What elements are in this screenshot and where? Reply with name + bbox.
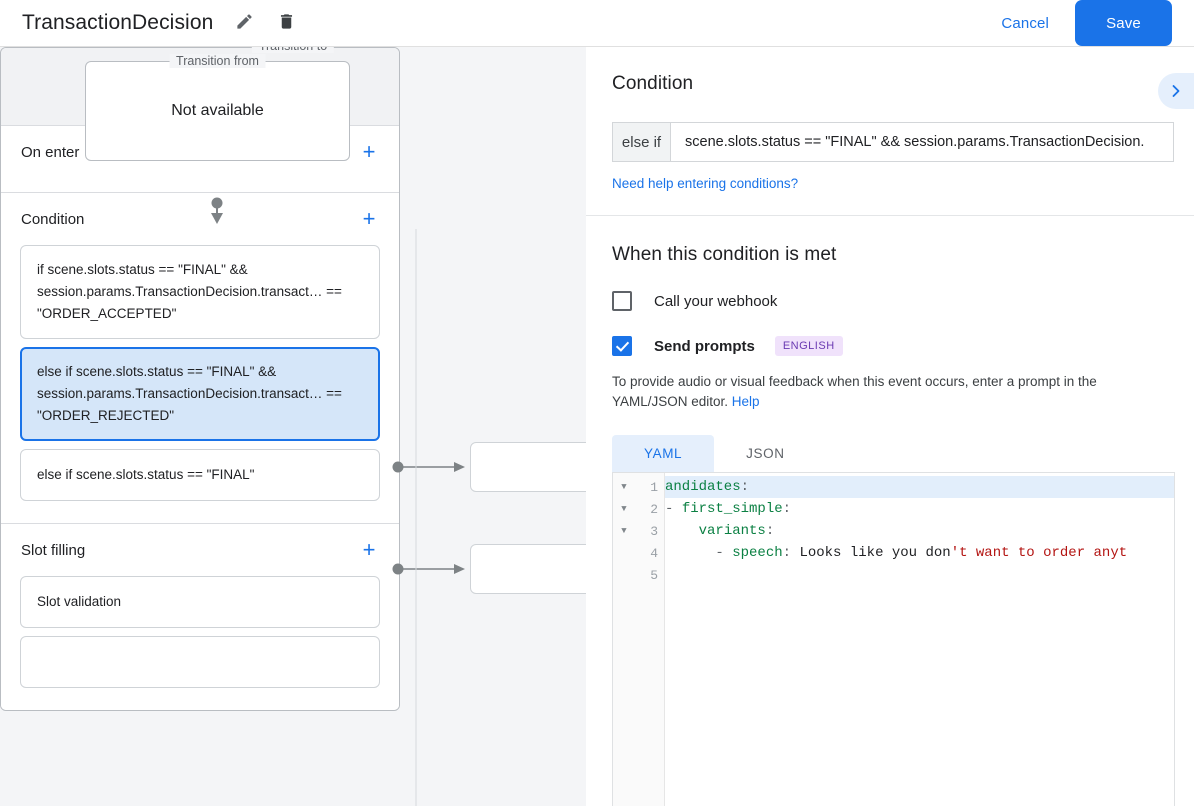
- code-token: -: [665, 501, 682, 517]
- call-webhook-label: Call your webhook: [654, 292, 778, 310]
- editor-gutter-line: 4: [613, 542, 664, 564]
- add-condition-button[interactable]: +: [362, 206, 376, 231]
- code-token: -: [665, 545, 733, 561]
- send-prompts-checkbox[interactable]: [612, 336, 632, 356]
- transition-target-box[interactable]: [470, 442, 586, 492]
- condition-input[interactable]: [671, 123, 1173, 161]
- editor-gutter-line: ▼3: [613, 520, 664, 542]
- code-token: variants: [698, 523, 766, 539]
- editor-code-area[interactable]: andidates:- first_simple: variants: - sp…: [665, 473, 1174, 806]
- top-app-bar: TransactionDecision Cancel Save: [0, 0, 1194, 47]
- canvas-inner: Transition from Not available Transition…: [0, 47, 586, 806]
- condition-item-selected[interactable]: else if scene.slots.status == "FINAL" &&…: [20, 347, 380, 441]
- page-title: TransactionDecision: [22, 11, 214, 34]
- editor-line-number: 3: [650, 523, 658, 539]
- editor-code-line[interactable]: variants:: [665, 520, 1174, 542]
- language-badge: ENGLISH: [774, 336, 843, 356]
- tab-json[interactable]: JSON: [746, 446, 785, 461]
- edit-name-button[interactable]: [229, 8, 259, 38]
- editor-code-line[interactable]: - speech: Looks like you don't want to o…: [665, 542, 1174, 564]
- section-header-on-enter: On enter +: [1, 126, 399, 178]
- send-prompts-row[interactable]: Send prompts ENGLISH: [612, 336, 1194, 356]
- code-token: :: [740, 479, 750, 495]
- condition-input-row: else if: [612, 122, 1174, 162]
- delete-button[interactable]: [271, 8, 301, 38]
- send-prompts-label: Send prompts: [654, 337, 755, 355]
- section-header-slot-filling: Slot filling +: [1, 524, 399, 576]
- call-webhook-checkbox[interactable]: [612, 291, 632, 311]
- scene-graph-canvas[interactable]: Transition from Not available Transition…: [0, 47, 586, 806]
- condition-section: Condition else if Need help entering con…: [586, 47, 1194, 216]
- save-button[interactable]: Save: [1075, 0, 1172, 46]
- transition-target-box[interactable]: [470, 544, 586, 594]
- code-token: :: [765, 523, 775, 539]
- editor-code-line[interactable]: [665, 564, 1174, 586]
- transition-from-legend: Transition from: [169, 54, 266, 68]
- condition-detail-panel: Condition else if Need help entering con…: [586, 47, 1194, 806]
- trash-icon: [277, 12, 296, 34]
- editor-line-number: 1: [650, 479, 658, 495]
- call-webhook-row[interactable]: Call your webhook: [612, 291, 1194, 311]
- tab-yaml[interactable]: YAML: [612, 435, 715, 472]
- add-slot-filling-button[interactable]: +: [362, 537, 376, 562]
- condition-prefix-label: else if: [613, 123, 671, 161]
- section-condition: Condition + if scene.slots.status == "FI…: [1, 193, 399, 524]
- section-slot-filling: Slot filling + Slot validation: [1, 524, 399, 710]
- slot-validation-item[interactable]: Slot validation: [20, 576, 380, 628]
- pencil-icon: [235, 12, 254, 34]
- editor-format-tabs: YAML JSON: [612, 435, 1194, 472]
- cancel-button[interactable]: Cancel: [987, 7, 1063, 40]
- panel-title: Condition: [612, 73, 694, 94]
- code-token: first_simple: [681, 501, 783, 517]
- editor-gutter-line: ▼1: [613, 476, 664, 498]
- editor-code-line[interactable]: - first_simple:: [665, 498, 1174, 520]
- code-token: 't want to order anyt: [950, 545, 1128, 561]
- prompts-description-text: To provide audio or visual feedback when…: [612, 374, 1097, 409]
- prompts-help-link[interactable]: Help: [731, 394, 760, 409]
- when-condition-met-section: When this condition is met Call your web…: [586, 216, 1194, 806]
- transition-to-legend: Transition to: [251, 47, 335, 53]
- section-title-slot-filling: Slot filling: [21, 541, 86, 559]
- section-header-condition: Condition +: [1, 193, 399, 245]
- condition-help-link[interactable]: Need help entering conditions?: [612, 176, 799, 191]
- section-title-condition: Condition: [21, 210, 85, 228]
- code-token: Looks like you don: [799, 545, 951, 561]
- chevron-right-icon[interactable]: [1158, 73, 1194, 109]
- transition-from-value: Not available: [171, 102, 264, 119]
- code-token: [665, 523, 699, 539]
- fold-arrow-icon[interactable]: ▼: [621, 482, 627, 492]
- condition-item[interactable]: if scene.slots.status == "FINAL" && sess…: [20, 245, 380, 339]
- editor-gutter-line: 5: [613, 564, 664, 586]
- code-token: speech: [732, 545, 783, 561]
- transition-from-box[interactable]: Transition from Not available: [85, 54, 350, 161]
- fold-arrow-icon[interactable]: ▼: [621, 526, 627, 536]
- add-on-enter-button[interactable]: +: [362, 139, 376, 164]
- editor-gutter-line: ▼2: [613, 498, 664, 520]
- section-title-on-enter: On enter: [21, 143, 80, 161]
- fold-arrow-icon[interactable]: ▼: [621, 504, 627, 514]
- editor-line-number: 4: [650, 545, 658, 561]
- editor-line-number: 2: [650, 501, 658, 517]
- condition-item[interactable]: else if scene.slots.status == "FINAL": [20, 449, 380, 501]
- editor-code-line[interactable]: andidates:: [665, 476, 1174, 498]
- slot-filling-item-partial[interactable]: [20, 636, 380, 688]
- when-condition-met-heading: When this condition is met: [612, 244, 837, 265]
- prompts-description: To provide audio or visual feedback when…: [612, 372, 1170, 412]
- code-token: :: [782, 545, 800, 561]
- code-token: andidates: [665, 479, 741, 495]
- editor-line-number: 5: [650, 567, 658, 583]
- code-token: :: [782, 501, 792, 517]
